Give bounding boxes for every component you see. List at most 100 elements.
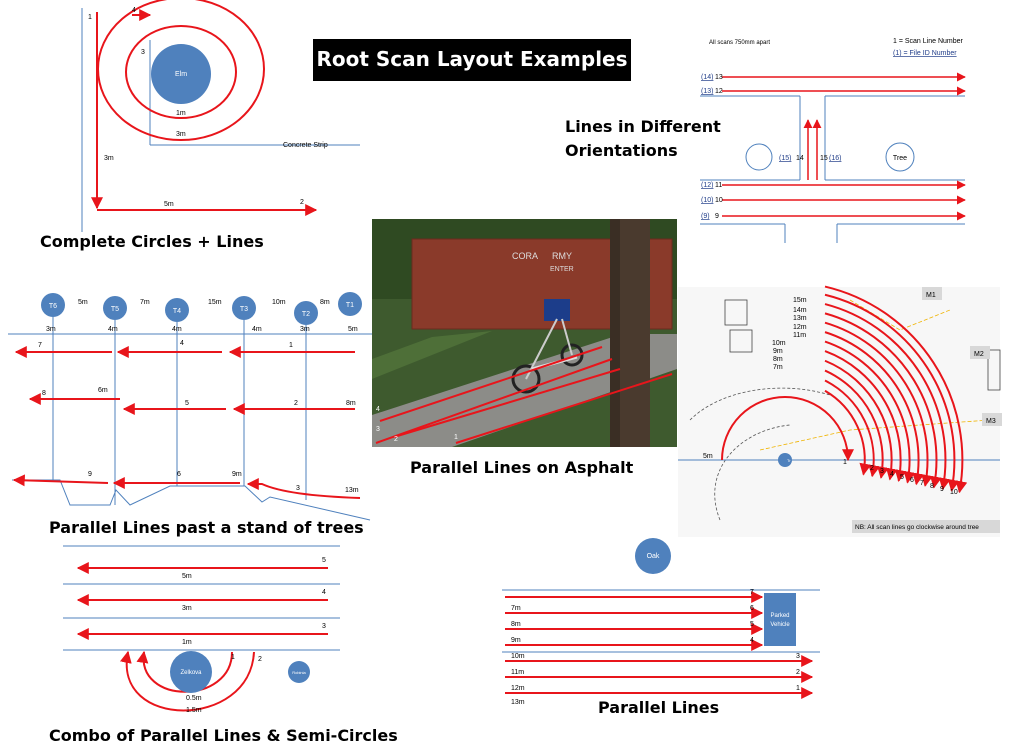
- tree-label: Tree: [893, 155, 907, 162]
- arc-distance-label: 15m: [793, 297, 807, 304]
- line-number-label: 1: [796, 685, 800, 692]
- line-number-label: 13: [715, 74, 723, 81]
- distance-label: 11m: [511, 669, 524, 676]
- tree-robinia-label: Robinia: [292, 670, 306, 675]
- line-3-label: 3: [141, 49, 145, 56]
- tree-zelkova-label: Zelkova: [180, 670, 202, 676]
- scan-arc: [824, 359, 898, 481]
- distance-label: 3m: [182, 605, 192, 612]
- photo-line-1: 1: [454, 434, 458, 441]
- radius-1m-label: 1m: [176, 110, 186, 117]
- tree-zelkova: [170, 651, 212, 693]
- caption-orientations-1: Lines in Different: [565, 117, 721, 136]
- distance-label: 8m: [511, 621, 521, 628]
- asphalt-photo-image: CORA RMY ENTER 1 2 3 4: [372, 219, 677, 447]
- marker-m1: [922, 287, 942, 300]
- left-distance: 5m: [703, 453, 713, 460]
- sign-text: RMY: [552, 251, 572, 261]
- legend-line-number: 1 = Scan Line Number: [893, 38, 964, 45]
- arc-distance-label: 12m: [793, 324, 807, 331]
- distance-label: 9m: [511, 637, 521, 644]
- scan-arc: [824, 312, 942, 489]
- file-id-label: (14): [701, 74, 713, 81]
- file-id-16: (16): [829, 155, 841, 162]
- line-number-label: 9: [715, 213, 719, 220]
- tree-gap-label: 10m: [272, 299, 286, 306]
- marker-m3-label: M3: [986, 418, 996, 425]
- arc-2-label: 2: [258, 656, 262, 663]
- row1-label: 4: [180, 340, 184, 347]
- arc-distance-label: 10m: [772, 340, 786, 347]
- arc-distance-label: 9m: [773, 348, 783, 355]
- scan-arc: [824, 340, 916, 484]
- line-number-label: 5: [322, 557, 326, 564]
- distance-label: 5m: [182, 573, 192, 580]
- scan-line-3: [246, 478, 361, 499]
- tree-gap-label: 15m: [208, 299, 222, 306]
- scan-arc: [824, 303, 951, 491]
- arc-number-label: 5: [900, 474, 904, 481]
- marker-m3: [982, 413, 1002, 426]
- spacing-note: All scans 750mm apart: [709, 40, 770, 46]
- line-number-label: 4: [322, 589, 326, 596]
- building: [724, 299, 748, 326]
- caption-parallel: Parallel Lines: [598, 698, 720, 717]
- note-text: NB: All scan lines go clockwise around t…: [855, 524, 979, 531]
- base-distance-label: 5m: [348, 326, 358, 333]
- radius-3m-label: 3m: [176, 131, 186, 138]
- arc-1-label: 1: [231, 654, 235, 661]
- scan-arc: [824, 389, 872, 476]
- line-number-label: 12: [715, 88, 723, 95]
- row2-label: 6m: [98, 387, 108, 394]
- scan-arc: [824, 369, 889, 479]
- tree-t1: [338, 292, 362, 316]
- row2-label: 2: [294, 400, 298, 407]
- row3-label: 6: [177, 471, 181, 478]
- line-4-label: 4: [132, 7, 136, 14]
- page-title: Root Scan Layout Examples: [316, 47, 628, 71]
- tree-label: T4: [173, 308, 181, 315]
- caption-circles: Complete Circles + Lines: [40, 232, 264, 251]
- tree-circle: [885, 142, 915, 172]
- file-id-label: (13): [701, 88, 713, 95]
- row2-label: 8: [42, 390, 46, 397]
- title-banner: Root Scan Layout Examples: [313, 39, 631, 81]
- row2-label: 5: [185, 400, 189, 407]
- arc-distance-label: 14m: [793, 307, 807, 314]
- scan-arc: [824, 321, 933, 487]
- tree-t2: [294, 301, 318, 325]
- line-num-15: 15: [820, 155, 828, 162]
- tree-elm: [151, 44, 211, 104]
- tree-t6: [41, 293, 65, 317]
- tree-circle: [745, 143, 773, 171]
- photo-line-3: 3: [376, 426, 380, 433]
- concrete-strip-label: Concrete Strip: [283, 142, 328, 149]
- line-number-label: 3: [796, 653, 800, 660]
- line-2-label: 2: [300, 199, 304, 206]
- distance-label: 12m: [511, 685, 525, 692]
- arc-number-label: 10: [950, 489, 958, 496]
- scan-arc: [721, 396, 854, 462]
- file-id-15: (15): [779, 155, 791, 162]
- line-number-label: 4: [750, 637, 754, 644]
- note-box: [852, 520, 1000, 533]
- bottom-distance-label: 5m: [164, 201, 174, 208]
- tree-t4: [165, 298, 189, 322]
- panel-circles: Elm 1 4 3 1m 3m Concrete Strip 3m 5m 2: [81, 0, 360, 232]
- tree-label: T3: [240, 306, 248, 313]
- scan-arc: [824, 285, 968, 494]
- tree-label: T5: [111, 306, 119, 313]
- tree-gap-label: 8m: [320, 299, 330, 306]
- radius-0.5m: 0.5m: [186, 695, 202, 702]
- tree-t3: [232, 296, 256, 320]
- arc-distance-label: 11m: [793, 332, 806, 339]
- scan-line-9: [12, 474, 109, 487]
- arc-number-label: 4: [890, 471, 894, 478]
- arc-distance-label: 13m: [793, 315, 807, 322]
- tree-label: T6: [49, 303, 57, 310]
